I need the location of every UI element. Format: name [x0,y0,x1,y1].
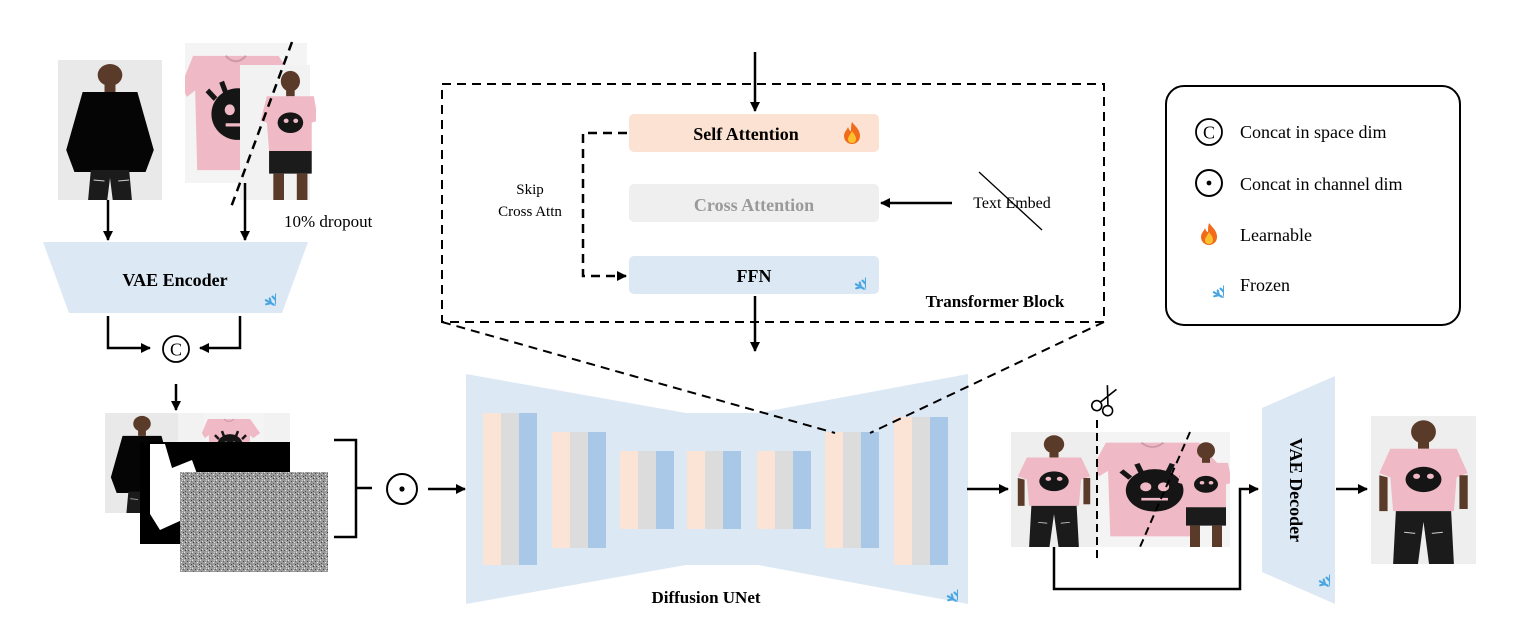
result-photo [1371,416,1476,564]
vae-decoder-label: VAE Decoder [1286,438,1306,542]
person-masked-photo [58,60,162,200]
text-embed-strike [978,171,1043,231]
vae-decoder: VAE Decoder [1262,376,1335,604]
transformer-block: Self Attention Cross Attention FFN Skip … [441,52,1105,352]
self-attention-block [629,114,879,152]
skip-label-line2: Cross Attn [498,204,562,220]
vae-encoder-label: VAE Encoder [122,270,227,290]
transformer-block-title: Transformer Block [926,292,1065,311]
output-latent-pair [1011,431,1232,548]
skip-label-line1: Skip [516,182,544,198]
svg-text:Cross Attention: Cross Attention [694,195,814,215]
dropout-label: 10% dropout [284,212,373,231]
latent-stack [105,413,328,572]
skip-cross-attn-path [581,131,627,281]
svg-text:Learnable: Learnable [1240,225,1312,245]
ffn-block [629,256,879,294]
zoom-line-right [869,321,1105,434]
concat-space-icon: C [162,335,190,363]
concat-channel-icon [386,473,418,505]
svg-text:Concat in space dim: Concat in space dim [1240,122,1386,142]
arrow-encoder-left-to-concat [106,316,151,353]
zoom-line-left [441,321,836,434]
garment-photo [181,40,320,200]
legend-item-frozen: Frozen [1214,275,1290,310]
scissors-icon [1090,385,1117,417]
arrow-output-to-decoder [1052,484,1259,591]
bracket-right [334,438,372,539]
svg-text:Concat in channel dim: Concat in channel dim [1240,174,1402,194]
vae-encoder: VAE Encoder [43,242,308,313]
concat-channel-icon [1195,169,1223,197]
arrow-encoder-right-to-concat [199,316,242,353]
legend-item-concat-channel: Concat in channel dim [1195,169,1402,197]
noise-image [180,472,328,572]
svg-text:FFN: FFN [737,266,772,286]
svg-text:C: C [1203,123,1215,143]
unet-blocks [483,413,948,565]
svg-text:C: C [170,340,182,360]
legend-item-concat-space: C Concat in space dim [1195,118,1386,146]
diffusion-unet [466,374,968,604]
cross-attention-block [629,184,879,222]
text-embed-label: Text Embed [973,195,1051,212]
svg-text:Self Attention: Self Attention [693,124,799,144]
legend-item-learnable: Learnable [1201,223,1312,245]
legend: C Concat in space dim Concat in channel … [1165,85,1461,326]
svg-text:Frozen: Frozen [1240,275,1290,295]
concat-space-icon: C [1195,118,1223,146]
unet-label: Diffusion UNet [651,588,760,607]
